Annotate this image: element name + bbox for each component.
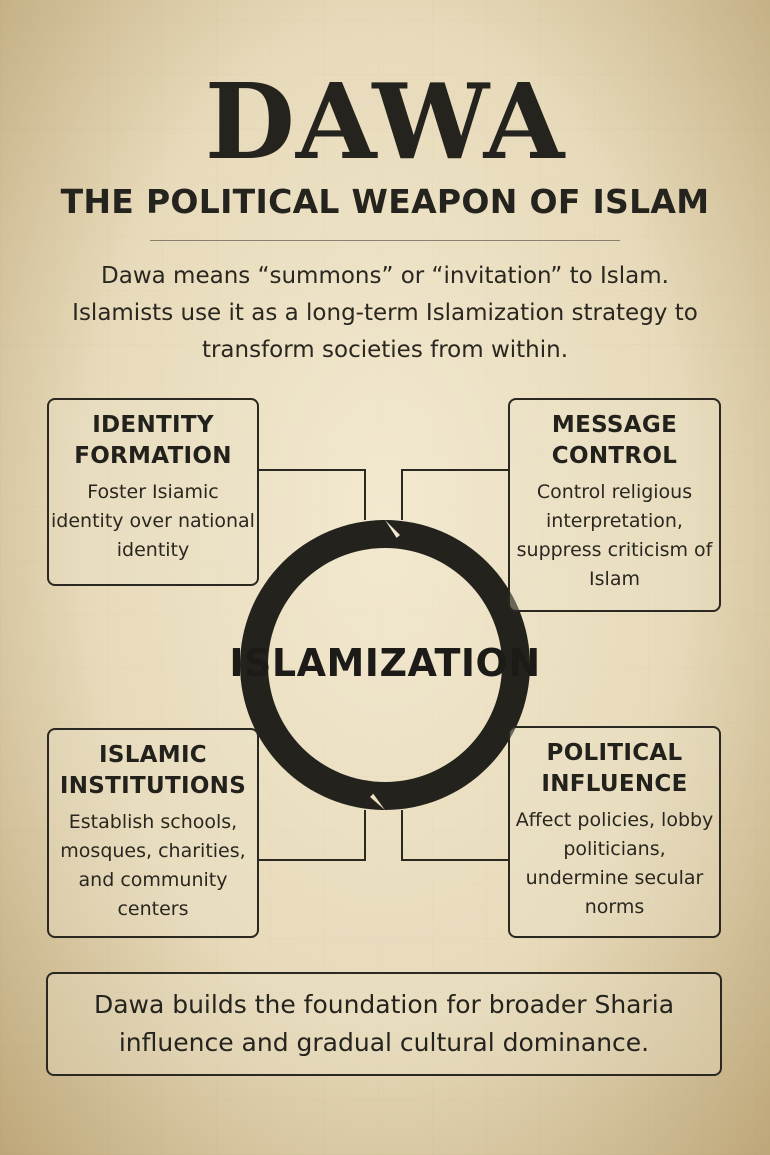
- box-institutions-title: ISLAMIC INSTITUTIONS: [59, 742, 247, 799]
- footer-box: [46, 972, 722, 1076]
- divider: [150, 240, 620, 241]
- footer-text: Dawa builds the foundation for broader S…: [93, 990, 675, 1057]
- connector-identity: [258, 469, 366, 520]
- cycle-ring: [240, 520, 530, 810]
- box-message-title: MESSAGE CONTROL: [551, 412, 678, 469]
- box-identity-text: Foster Isiamic identity over national id…: [51, 481, 255, 561]
- box-identity-formation: IDENTITY FORMATION Foster Isiamic identi…: [47, 398, 259, 586]
- box-message-control: MESSAGE CONTROL Control religious interp…: [508, 398, 721, 612]
- poster-title: DAWA: [204, 60, 566, 183]
- connector-institutions: [258, 810, 366, 861]
- ring-arc-right: [372, 520, 530, 810]
- box-political-title: POLITICAL INFLUENCE: [541, 740, 688, 797]
- box-identity-title: IDENTITY FORMATION: [74, 412, 232, 469]
- connector-message: [401, 469, 510, 520]
- box-political-influence: POLITICAL INFLUENCE Affect policies, lob…: [508, 726, 721, 938]
- box-message-text: Control religious interpretation, suppre…: [516, 481, 713, 590]
- connector-lines: [258, 469, 510, 861]
- box-islamic-institutions: ISLAMIC INSTITUTIONS Establish schools, …: [47, 728, 259, 938]
- box-political-text: Affect policies, lobby politicians, unde…: [515, 809, 714, 918]
- poster-subtitle: THE POLITICAL WEAPON OF ISLAM: [60, 182, 710, 221]
- cycle-center-label: ISLAMIZATION: [229, 641, 541, 685]
- ring-arc-left: [240, 520, 398, 810]
- intro-paragraph: Dawa means “summons” or “invitation” to …: [72, 263, 698, 363]
- connector-political: [401, 810, 510, 861]
- box-institutions-text: Establish schools, mosques, charities, a…: [60, 811, 246, 920]
